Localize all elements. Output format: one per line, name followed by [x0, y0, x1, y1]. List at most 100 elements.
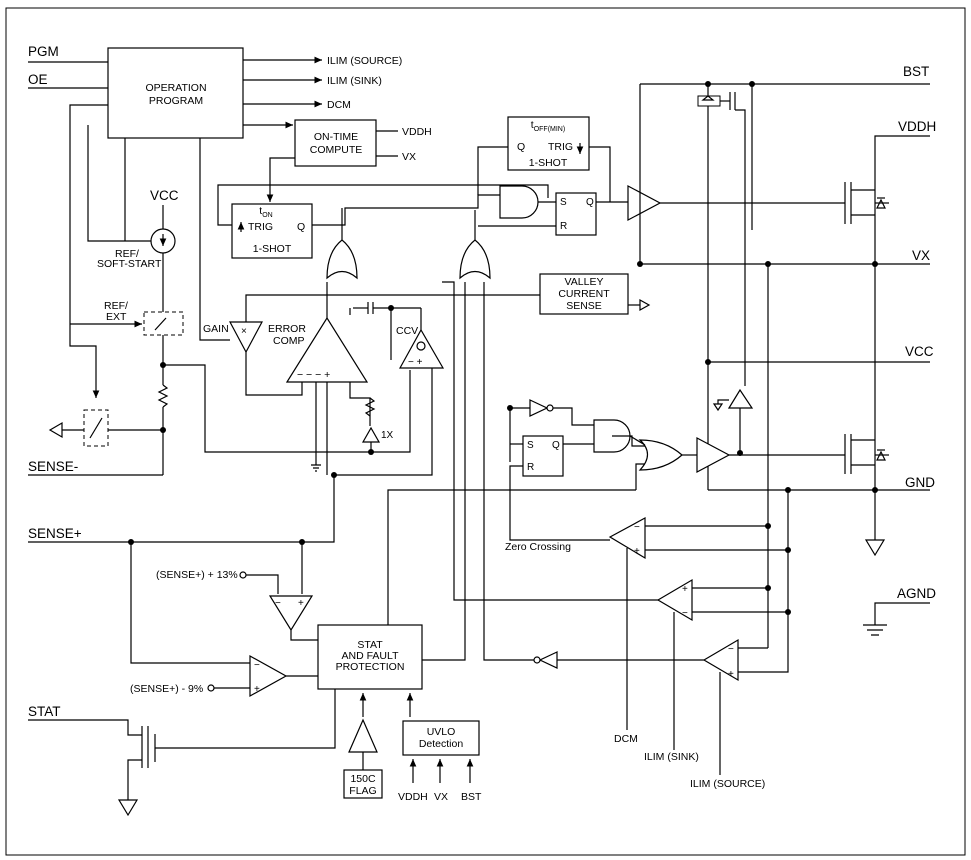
sense-plus-13-label: (SENSE+) + 13% — [156, 569, 238, 581]
ilim-sink-comparator — [656, 578, 693, 622]
temp-flag-block: 150C FLAG — [343, 769, 383, 799]
or-gate-low — [638, 439, 683, 471]
and-gate-top — [499, 185, 539, 219]
ref-softstart-label: REF/ — [115, 248, 139, 260]
pin-vddh: VDDH — [898, 119, 936, 134]
pin-vcc-left: VCC — [150, 188, 179, 203]
lower-threshold-comparator — [249, 654, 288, 698]
ground-arrow-icon — [864, 539, 886, 557]
svg-text:−: − — [254, 660, 260, 671]
svg-text:STAT: STAT — [357, 639, 383, 651]
gain-label: GAIN — [203, 323, 229, 335]
sense-plus-9-label: (SENSE+) - 9% — [130, 683, 203, 695]
svg-text:Q: Q — [586, 197, 594, 208]
high-side-fet — [844, 182, 889, 264]
upper-threshold-comparator — [268, 595, 314, 632]
pin-agnd: AGND — [897, 586, 936, 601]
temp-flag-buffer — [348, 718, 378, 753]
ref-ext-label-2: EXT — [106, 311, 127, 323]
low-side-driver — [696, 437, 731, 473]
svg-text:COMPUTE: COMPUTE — [310, 144, 363, 156]
one-x-label: 1X — [381, 430, 394, 441]
ilim-source-output-label: ILIM (SOURCE) — [327, 55, 402, 67]
svg-text:S: S — [527, 440, 534, 451]
one-x-buffer — [361, 426, 381, 443]
stat-open-drain-fet — [127, 726, 156, 800]
or-gate-middle — [459, 239, 491, 280]
svg-text:Q: Q — [297, 221, 305, 233]
uvlo-detection-block: UVLO Detection — [402, 720, 480, 756]
diagram-frame — [5, 7, 966, 856]
uvlo-vddh-label: VDDH — [398, 791, 428, 803]
toff-one-shot-block: tOFF(MIN) Q TRIG 1-SHOT — [507, 116, 590, 171]
svg-text:+: + — [634, 546, 640, 557]
stat-fault-protection-block: STAT AND FAULT PROTECTION — [317, 624, 423, 690]
ref-ext-switch — [143, 311, 184, 336]
svg-text:Detection: Detection — [419, 738, 464, 750]
on-time-vddh-label: VDDH — [402, 126, 432, 138]
svg-text:150C: 150C — [350, 773, 376, 785]
zero-crossing-comparator — [608, 516, 646, 560]
stat-ground-icon — [117, 799, 139, 817]
uvlo-vx-label: VX — [434, 791, 448, 803]
svg-text:Q: Q — [552, 440, 560, 451]
high-side-driver — [627, 185, 662, 221]
svg-text:Q: Q — [517, 141, 525, 153]
error-comp-label-2: COMP — [273, 335, 305, 347]
dcm-output-label: DCM — [327, 99, 351, 111]
pin-sense-minus: SENSE- — [28, 459, 78, 474]
svg-text:PROGRAM: PROGRAM — [149, 95, 203, 107]
agnd-ground-icon — [863, 624, 887, 636]
bootstrap-switch — [697, 84, 736, 112]
sense-minus-switch — [83, 409, 109, 447]
ccv-resistor-icon — [364, 397, 376, 417]
sr-latch-low: S Q R — [522, 435, 564, 477]
svg-text:UVLO: UVLO — [427, 726, 456, 738]
svg-text:R: R — [527, 462, 534, 473]
ton-one-shot-block: tON TRIG Q 1-SHOT — [231, 203, 313, 259]
pin-pgm: PGM — [28, 44, 59, 59]
uvlo-bst-label: BST — [461, 791, 482, 803]
svg-text:×: × — [241, 326, 247, 337]
svg-text:+: + — [682, 584, 688, 595]
ccv-current-icon — [416, 341, 426, 351]
zero-crossing-label: Zero Crossing — [505, 541, 571, 553]
pin-sense-plus: SENSE+ — [28, 526, 82, 541]
svg-text:−: − — [682, 608, 688, 619]
ilim-source-input-label: ILIM (SOURCE) — [690, 778, 765, 790]
source-inverter — [538, 651, 558, 669]
ilim-source-comparator — [702, 638, 739, 682]
on-time-vx-label: VX — [402, 151, 416, 163]
svg-text:S: S — [560, 197, 567, 208]
or-gate-left — [326, 239, 358, 280]
svg-text:1-SHOT: 1-SHOT — [529, 157, 568, 169]
bootstrap-buffer — [727, 388, 754, 409]
pin-bst: BST — [903, 64, 929, 79]
ilim-sink-input-label: ILIM (SINK) — [644, 751, 699, 763]
svg-text:−: − — [275, 598, 281, 609]
ref-softstart-label-2: SOFT-START — [97, 258, 162, 270]
sr-latch-top: S Q R — [555, 192, 597, 236]
svg-text:+: + — [728, 669, 734, 680]
error-comp-label: ERROR — [268, 323, 306, 335]
pin-stat: STAT — [28, 704, 61, 719]
svg-text:− +: − + — [408, 357, 423, 368]
svg-text:TRIG: TRIG — [548, 141, 573, 153]
svg-text:tON: tON — [259, 205, 272, 219]
svg-text:SENSE: SENSE — [566, 300, 602, 312]
operation-program-block: OPERATION PROGRAM — [107, 47, 244, 139]
svg-text:PROTECTION: PROTECTION — [336, 661, 405, 673]
svg-text:+: + — [298, 598, 304, 609]
svg-text:TRIG: TRIG — [248, 221, 273, 233]
pin-vx: VX — [912, 248, 930, 263]
svg-text:VALLEY: VALLEY — [565, 276, 604, 288]
svg-text:−: − — [634, 522, 640, 533]
resistor-icon — [157, 384, 169, 408]
svg-text:AND FAULT: AND FAULT — [342, 650, 400, 662]
ref-ext-label: REF/ — [104, 300, 128, 312]
valley-current-sense-block: VALLEY CURRENT SENSE — [539, 273, 629, 315]
svg-text:R: R — [560, 221, 567, 232]
inverter-low — [529, 399, 549, 417]
svg-text:FLAG: FLAG — [349, 785, 376, 797]
svg-text:CURRENT: CURRENT — [558, 288, 610, 300]
